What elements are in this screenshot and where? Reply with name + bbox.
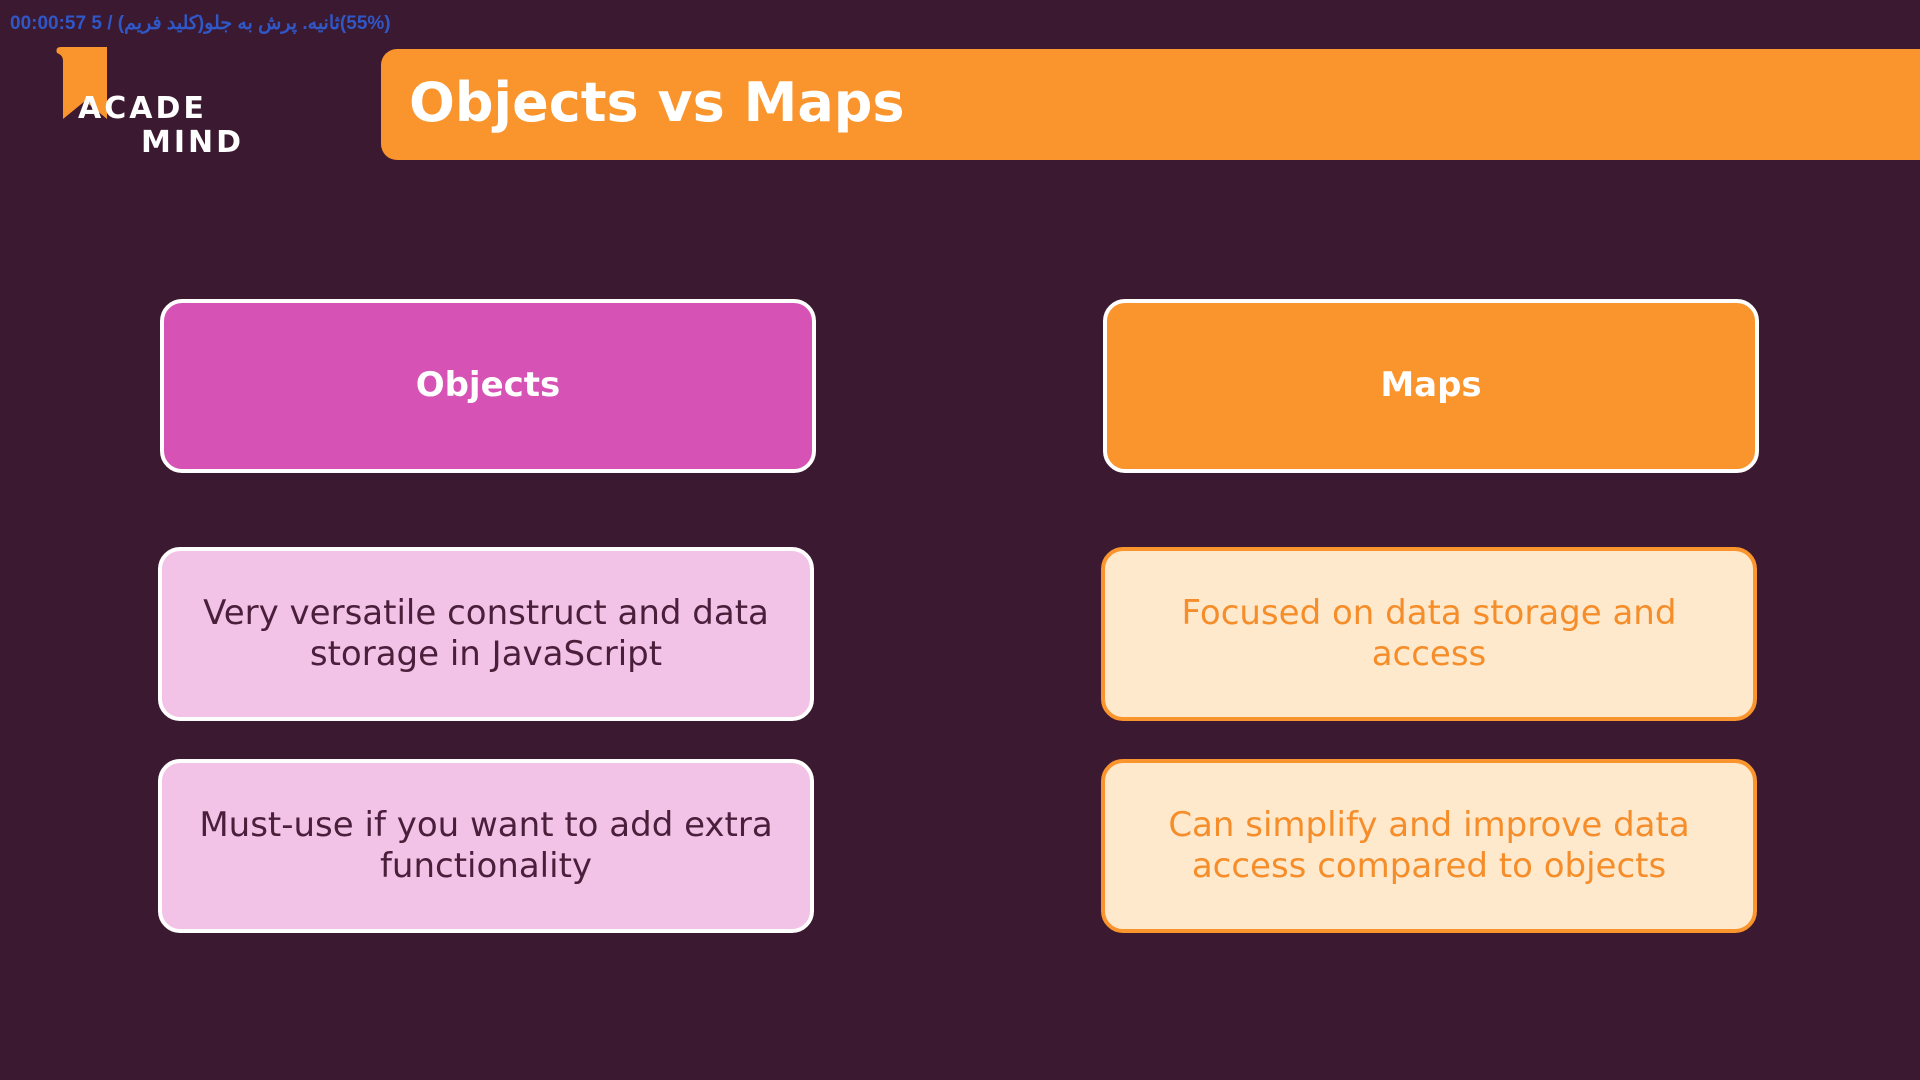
academind-logo: ACADE MIND — [52, 47, 252, 160]
objects-heading-card: Objects — [160, 299, 816, 473]
maps-point-card: Can simplify and improve data access com… — [1101, 759, 1757, 933]
title-banner: Objects vs Maps — [381, 49, 1920, 160]
maps-heading-card: Maps — [1103, 299, 1759, 473]
bookmark-icon — [56, 47, 107, 119]
maps-heading: Maps — [1380, 365, 1482, 406]
video-player-status-overlay: (55%)ثانیه. پرش به جلو(کلید فریم) / 5 00… — [10, 13, 391, 34]
objects-point-card: Very versatile construct and data storag… — [158, 547, 814, 721]
logo-text-line2: MIND — [141, 125, 245, 160]
objects-point-card: Must-use if you want to add extra functi… — [158, 759, 814, 933]
maps-point-text: Can simplify and improve data access com… — [1168, 804, 1690, 886]
objects-point-text: Very versatile construct and data storag… — [203, 592, 769, 674]
maps-point-card: Focused on data storage and access — [1101, 547, 1757, 721]
slide-title: Objects vs Maps — [409, 71, 905, 134]
objects-point-text: Must-use if you want to add extra functi… — [199, 804, 773, 886]
logo-text-line1: ACADE — [78, 91, 207, 126]
maps-point-text: Focused on data storage and access — [1181, 592, 1677, 674]
objects-heading: Objects — [415, 365, 561, 406]
